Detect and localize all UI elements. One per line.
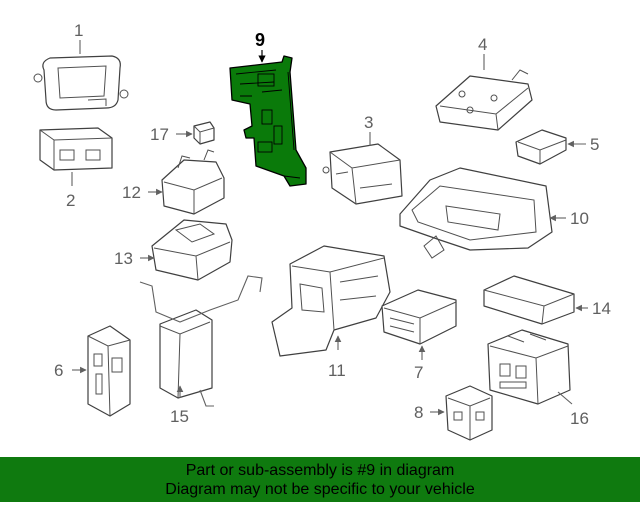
callout-12[interactable]: 12	[122, 183, 141, 202]
callout-14[interactable]: 14	[592, 299, 611, 318]
part-12[interactable]: 12	[122, 149, 225, 215]
part-4[interactable]: 4	[435, 35, 533, 131]
part-16[interactable]: 16	[487, 329, 589, 428]
callout-9[interactable]: 9	[255, 30, 265, 50]
callout-6[interactable]: 6	[54, 361, 63, 380]
part-8[interactable]: 8	[414, 385, 493, 441]
part-17[interactable]: 17	[150, 121, 215, 145]
part-1[interactable]: 1	[33, 21, 129, 111]
notice-banner: Part or sub-assembly is #9 in diagram Di…	[0, 457, 640, 502]
callout-15[interactable]: 15	[170, 407, 189, 426]
part-14[interactable]: 14	[483, 275, 611, 325]
banner-line-1: Part or sub-assembly is #9 in diagram	[185, 461, 455, 479]
callout-7[interactable]: 7	[414, 363, 423, 382]
part-3[interactable]: 3	[322, 113, 403, 205]
part-15[interactable]: 15	[139, 275, 263, 426]
callout-5[interactable]: 5	[590, 135, 599, 154]
part-9-highlighted[interactable]: 9	[229, 30, 307, 187]
part-5[interactable]: 5	[515, 129, 599, 165]
callout-13[interactable]: 13	[114, 249, 133, 268]
callout-10[interactable]: 10	[570, 209, 589, 228]
part-13[interactable]: 13	[114, 219, 233, 281]
part-7[interactable]: 7	[381, 289, 457, 382]
callout-1[interactable]: 1	[74, 21, 83, 40]
callout-16[interactable]: 16	[570, 409, 589, 428]
part-2[interactable]: 2	[39, 127, 113, 210]
part-10[interactable]: 10	[399, 167, 589, 259]
callout-8[interactable]: 8	[414, 403, 423, 422]
callout-3[interactable]: 3	[364, 113, 373, 132]
part-6[interactable]: 6	[54, 325, 131, 417]
parts-diagram: 1 2 17 12 13	[33, 21, 611, 441]
callout-11[interactable]: 11	[328, 361, 346, 380]
callout-17[interactable]: 17	[150, 125, 169, 144]
callout-2[interactable]: 2	[66, 191, 75, 210]
part-11[interactable]: 11	[271, 245, 391, 380]
callout-4[interactable]: 4	[478, 35, 487, 54]
banner-line-2: Diagram may not be specific to your vehi…	[165, 480, 475, 498]
